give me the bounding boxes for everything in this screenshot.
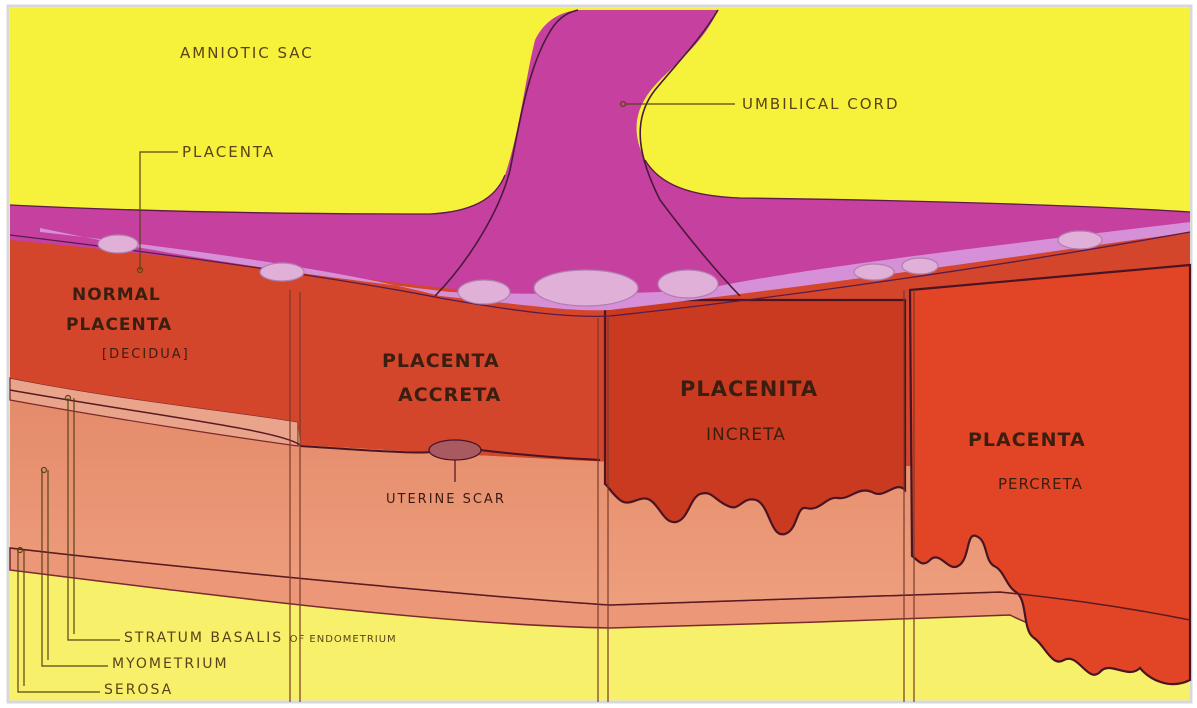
label-stratum-basalis: STRATUM BASALIS OF ENDOMETRIUM bbox=[124, 630, 397, 646]
label-placenta-percreta: PLACENTA PERCRETA bbox=[968, 418, 1086, 506]
label-percreta-line2: PERCRETA bbox=[968, 462, 1086, 506]
label-increta-line1: PLACENITA bbox=[680, 366, 818, 412]
label-normal-line2: PLACENTA bbox=[66, 310, 190, 340]
label-placenta: PLACENTA bbox=[182, 143, 275, 161]
label-uterine-scar: UTERINE SCAR bbox=[386, 492, 506, 507]
label-increta-line2: INCRETA bbox=[680, 412, 818, 458]
label-normal-line3: [DECIDUA] bbox=[66, 340, 190, 370]
label-placenta-accreta: PLACENTA ACCRETA bbox=[382, 344, 501, 412]
label-accreta-line1: PLACENTA bbox=[382, 344, 501, 378]
label-umbilical-cord: UMBILICAL CORD bbox=[742, 95, 900, 113]
label-amniotic-sac: AMNIOTIC SAC bbox=[180, 44, 314, 62]
label-placenta-increta: PLACENITA INCRETA bbox=[680, 366, 818, 458]
label-stratum-basalis-main: STRATUM BASALIS bbox=[124, 630, 283, 646]
label-serosa: SEROSA bbox=[104, 682, 173, 698]
label-normal-line1: NORMAL bbox=[66, 280, 190, 310]
label-percreta-line1: PLACENTA bbox=[968, 418, 1086, 462]
label-myometrium: MYOMETRIUM bbox=[112, 656, 229, 672]
uterine-scar-mark bbox=[429, 440, 481, 460]
label-accreta-line2: ACCRETA bbox=[382, 378, 501, 412]
label-normal-placenta: NORMAL PLACENTA [DECIDUA] bbox=[66, 280, 190, 370]
label-stratum-basalis-of: OF ENDOMETRIUM bbox=[290, 634, 397, 645]
